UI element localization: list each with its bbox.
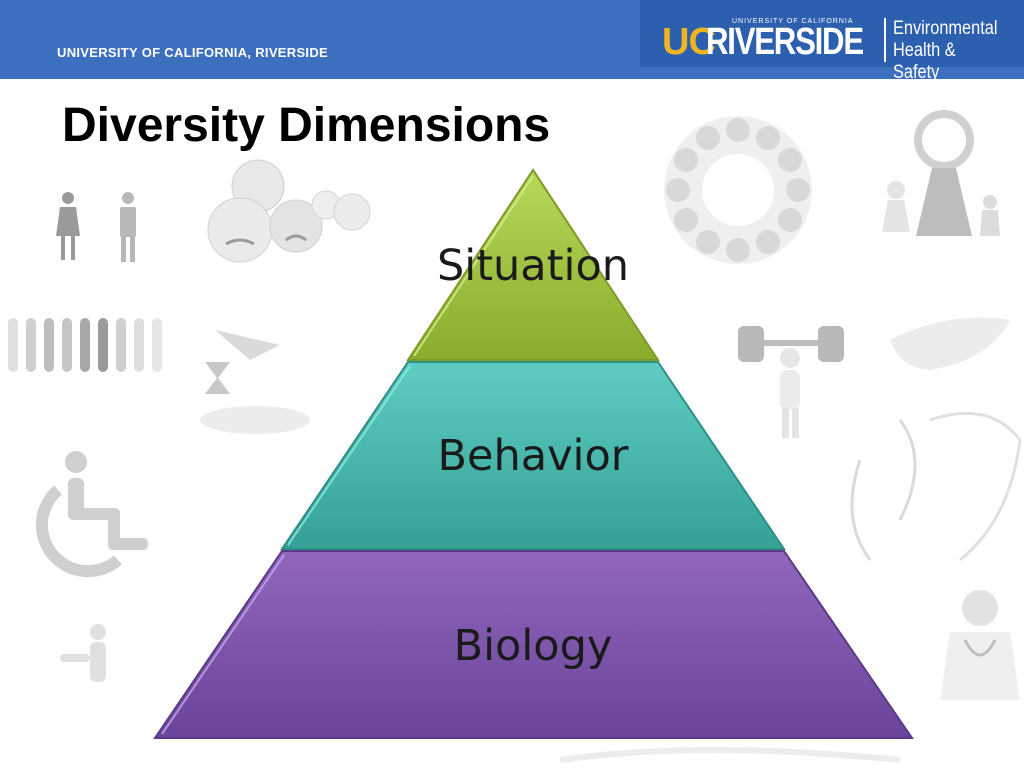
weightlifter-icon <box>738 326 844 438</box>
hands-sketch-icon <box>850 317 1022 562</box>
logo-divider <box>884 18 886 62</box>
growth-silhouettes-icon <box>8 318 162 372</box>
university-name: UNIVERSITY OF CALIFORNIA, RIVERSIDE <box>57 45 329 60</box>
slide-title: Diversity Dimensions <box>62 99 551 152</box>
doctor-icon <box>940 590 1020 700</box>
emoji-faces-icon <box>207 159 371 263</box>
logo-riverside-text: RIVERSIDE <box>706 21 864 63</box>
level-label-situation: Situation <box>437 241 629 291</box>
pyramid-level-middle: Behavior <box>280 361 786 550</box>
religious-symbols-icon <box>664 116 812 264</box>
logo-small-text: UNIVERSITY OF CALIFORNIA <box>732 18 854 25</box>
logo-department: Environmental Health & Safety <box>893 18 1006 84</box>
level-label-behavior: Behavior <box>438 431 629 481</box>
restroom-figures-icon <box>56 192 136 262</box>
ucr-ehs-logo: UNIVERSITY OF CALIFORNIA UC RIVERSIDE En… <box>640 0 1024 83</box>
pyramid-level-bottom: Biology <box>153 550 914 739</box>
gender-figures-icon <box>882 110 1000 236</box>
hourglass-figures-icon <box>200 330 310 434</box>
pyramid-level-top: Situation <box>406 168 660 361</box>
logo-uc-text: UC <box>662 21 716 63</box>
logo-dept-line2: Health & Safety <box>893 40 956 83</box>
wheelchair-icon <box>35 451 148 578</box>
figure-icon <box>60 624 106 682</box>
level-label-biology: Biology <box>454 621 613 671</box>
logo-dept-line1: Environmental <box>893 18 998 39</box>
